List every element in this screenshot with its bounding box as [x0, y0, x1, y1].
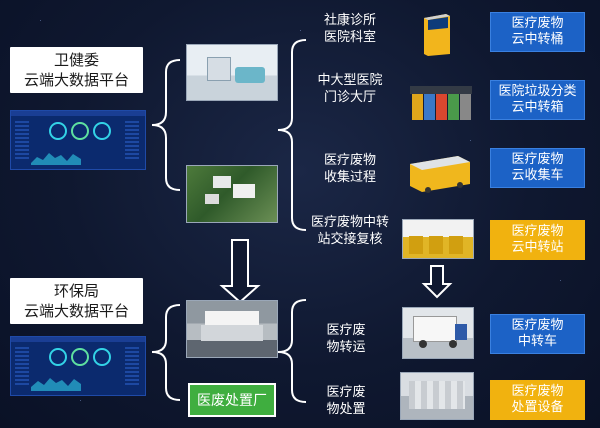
source-label-collection: 医疗废物 收集过程: [323, 153, 376, 185]
transport-truck-photo: [402, 307, 474, 359]
platform-label-environment: 环保局 云端大数据平台: [10, 278, 143, 324]
bracket-left-top: [151, 59, 181, 191]
disposal-plant-photo: [186, 300, 278, 358]
dashboard-header-bar: [11, 337, 145, 342]
smart-bin-icon: [424, 14, 450, 56]
arrow-down-right: [421, 265, 453, 299]
disposal-label-treatment: 医疗废 物处置: [326, 385, 366, 417]
disposal-equipment-photo: [400, 372, 474, 420]
dashboard-table: [125, 347, 139, 387]
dashboard-ring-chart: [93, 122, 111, 140]
dashboard-table: [15, 121, 29, 161]
hospital-aerial-photo: [186, 165, 278, 223]
product-box-station: 医疗废物 云中转站: [490, 220, 585, 260]
dashboard-ring-chart: [71, 122, 89, 140]
dashboard-header-bar: [11, 111, 145, 116]
dashboard-wave-chart: [31, 153, 81, 165]
transfer-station-photo: [402, 219, 474, 259]
clinic-room-photo: [186, 44, 278, 101]
sorting-bins-icon: [410, 86, 472, 120]
disposal-label-transport: 医疗废 物转运: [326, 323, 366, 355]
source-label-clinic: 社康诊所 医院科室: [323, 13, 376, 45]
product-box-equipment: 医疗废物 处置设备: [490, 380, 585, 420]
dashboard-thumbnail-environment: [10, 336, 146, 396]
product-box-sorting: 医院垃圾分类 云中转箱: [490, 80, 585, 120]
platform-label-health: 卫健委 云端大数据平台: [10, 47, 143, 93]
dashboard-table: [15, 347, 29, 387]
dashboard-table: [125, 121, 139, 161]
arrow-down-left: [219, 239, 261, 304]
dashboard-wave-chart: [31, 378, 81, 391]
product-box-truck: 医疗废物 中转车: [490, 314, 585, 354]
dashboard-ring-chart: [49, 122, 67, 140]
dashboard-ring-chart: [71, 348, 89, 366]
dashboard-thumbnail-health: [10, 110, 146, 170]
dashboard-ring-chart: [93, 348, 111, 366]
source-label-transfer: 医疗废物中转 站交接复核: [310, 215, 389, 247]
dashboard-ring-chart: [49, 348, 67, 366]
bracket-left-bottom: [151, 304, 181, 401]
facility-box: 医废处置厂: [188, 383, 276, 417]
collection-cart-icon: [410, 156, 470, 193]
source-label-hospital: 中大型医院 门诊大厅: [317, 73, 383, 105]
bracket-middle-bottom: [277, 299, 307, 403]
bracket-middle-top: [277, 39, 307, 231]
product-box-cart: 医疗废物 云收集车: [490, 148, 585, 188]
product-box-bin: 医疗废物 云中转桶: [490, 12, 585, 52]
